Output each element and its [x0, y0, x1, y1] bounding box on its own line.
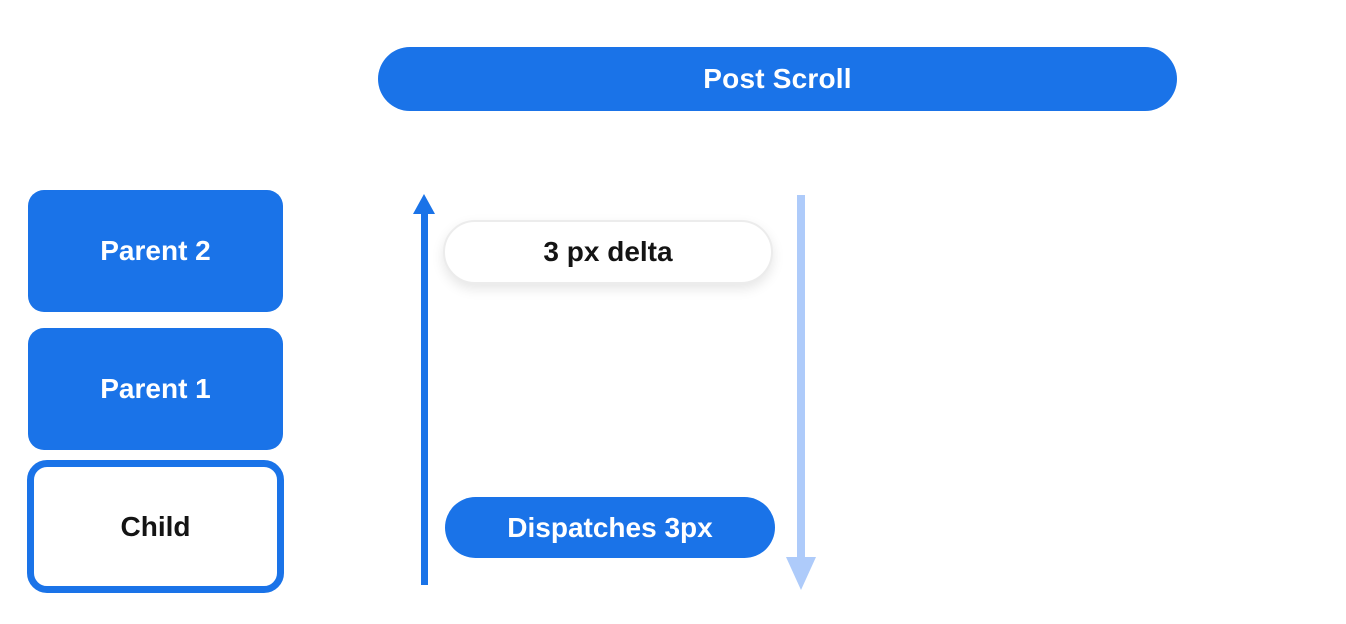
parent2-box: Parent 2: [28, 190, 283, 312]
down-arrow-line: [797, 195, 805, 558]
child-box: Child: [27, 460, 284, 593]
up-arrow-head: [413, 194, 435, 214]
delta-pill-label: 3 px delta: [543, 236, 673, 267]
dispatch-pill: Dispatches 3px: [445, 497, 775, 558]
parent2-label: Parent 2: [100, 235, 211, 266]
up-arrow-line: [421, 211, 428, 585]
post-scroll-bar: Post Scroll: [378, 47, 1177, 111]
parent1-box: Parent 1: [28, 328, 283, 450]
child-label: Child: [120, 510, 191, 542]
delta-pill: 3 px delta: [443, 220, 773, 284]
parent1-label: Parent 1: [100, 373, 211, 404]
dispatch-pill-label: Dispatches 3px: [507, 511, 713, 543]
post-scroll-label: Post Scroll: [703, 63, 852, 94]
down-arrow-head: [786, 557, 816, 590]
